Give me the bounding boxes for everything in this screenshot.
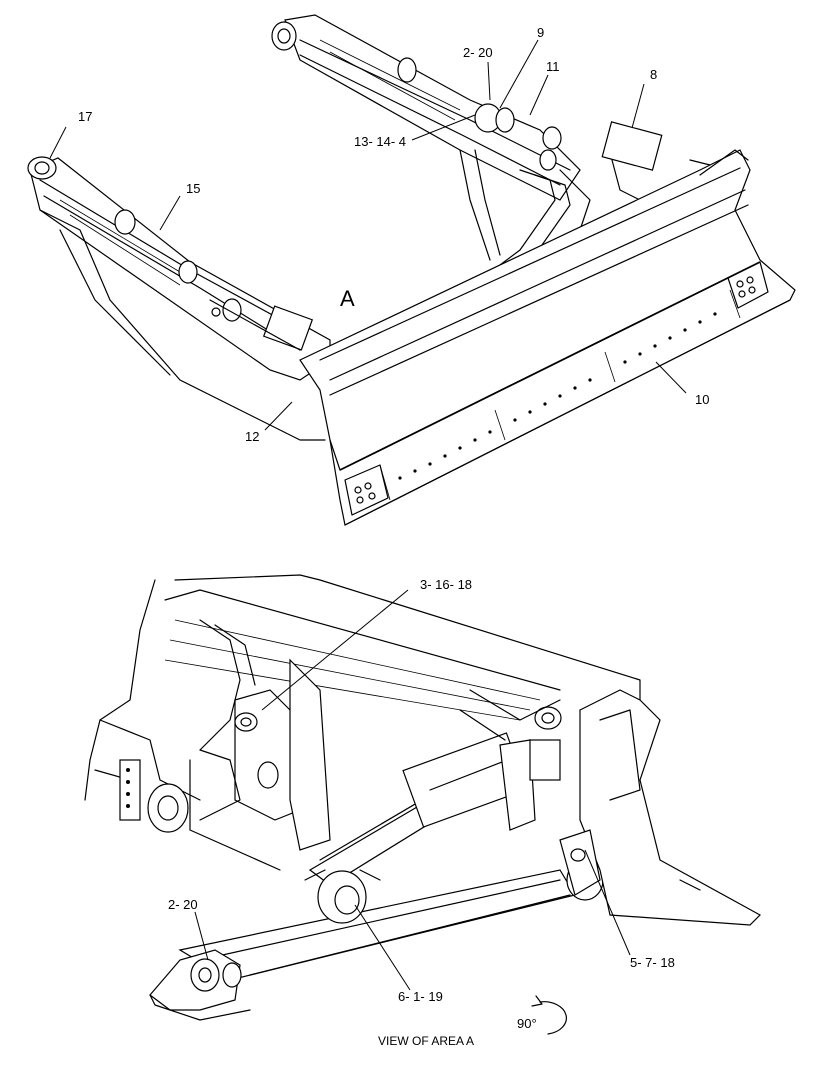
callout-11: 11 xyxy=(546,59,560,74)
rotation-indicator: 90° xyxy=(517,995,567,1035)
callout-15: 15 xyxy=(186,181,200,196)
callout-9: 9 xyxy=(537,25,544,40)
cylinder-eye xyxy=(304,869,381,924)
dozer-blade xyxy=(299,149,796,526)
end-bit-left xyxy=(344,464,389,516)
rotation-angle: 90° xyxy=(517,1016,537,1031)
right-push-arm xyxy=(271,14,663,266)
tractor-front-frame xyxy=(84,574,641,833)
callout-12: 12 xyxy=(245,429,259,444)
callout-3-16-18: 3- 16- 18 xyxy=(420,577,472,592)
callout-2-20-top: 2- 20 xyxy=(463,45,493,60)
blade-corner xyxy=(459,689,761,926)
callout-8: 8 xyxy=(650,67,657,82)
callout-5-7-18: 5- 7- 18 xyxy=(630,955,675,970)
callout-10: 10 xyxy=(695,392,709,407)
left-push-arm xyxy=(27,156,331,441)
callout-2-20-bottom: 2- 20 xyxy=(168,897,198,912)
bottom-leaders xyxy=(194,589,631,991)
end-bit-right xyxy=(727,261,769,309)
front-yoke xyxy=(149,949,251,1021)
area-marker-a: A xyxy=(340,286,355,311)
blade-assembly-view: A 17 15 2- 20 9 11 8 13- 14- 4 10 12 xyxy=(27,14,796,526)
cutting-edge-bolts xyxy=(398,312,717,480)
view-caption: VIEW OF AREA A xyxy=(378,1034,474,1048)
rotate-arrow-icon xyxy=(539,1001,567,1035)
callout-13-14-4: 13- 14- 4 xyxy=(354,134,406,149)
top-leaders xyxy=(49,39,687,431)
callout-6-1-19: 6- 1- 19 xyxy=(398,989,443,1004)
tilt-cylinder xyxy=(308,732,536,886)
callout-17: 17 xyxy=(78,109,92,124)
trunnion-bracket xyxy=(189,658,331,871)
area-a-detail-view: 3- 16- 18 2- 20 6- 1- 19 5- 7- 18 90° VI… xyxy=(84,574,761,1048)
